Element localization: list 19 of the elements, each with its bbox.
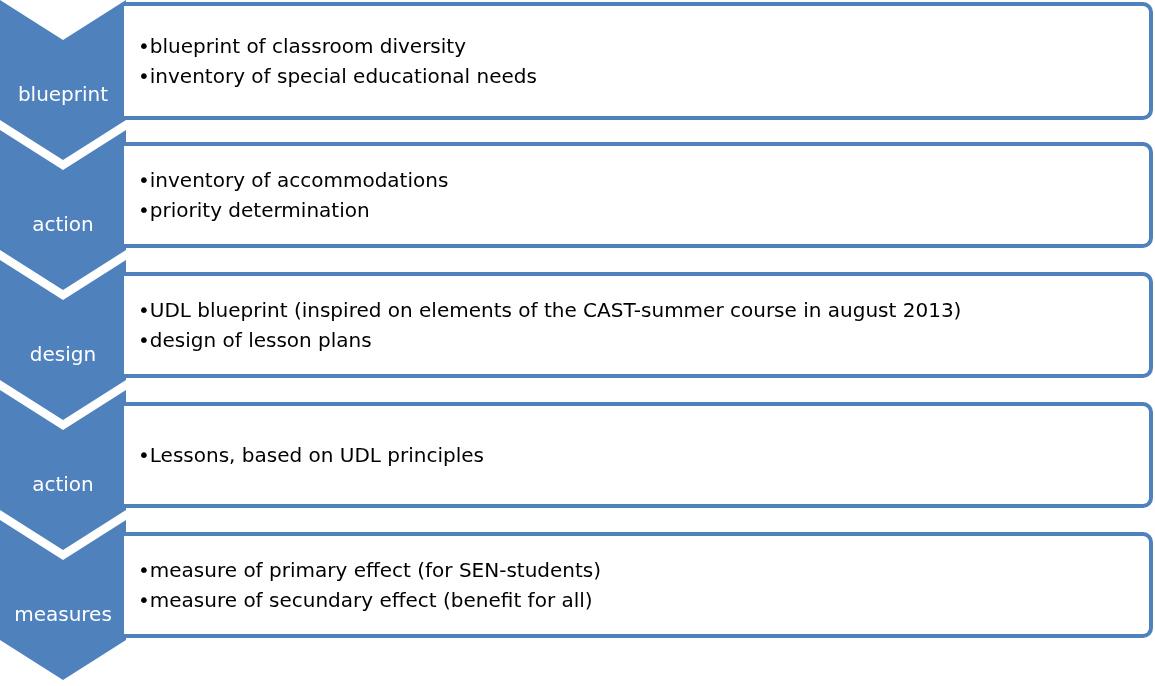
content-box <box>124 402 1153 508</box>
bullet-item: •design of lesson plans <box>138 327 373 354</box>
content-box <box>124 272 1153 378</box>
bullet-item: •measure of secundary effect (benefit for all) <box>138 587 594 614</box>
bullet-item: •measure of primary effect (for SEN-students) <box>138 557 602 584</box>
content-box <box>124 142 1153 248</box>
step-label: blueprint <box>16 82 110 106</box>
bullet-item: •blueprint of classroom diversity <box>138 33 468 60</box>
step-label: measures <box>13 602 113 626</box>
content-box <box>124 2 1153 120</box>
step-label: action <box>31 212 95 236</box>
bullet-item: •inventory of special educational needs <box>138 63 537 90</box>
step-label: design <box>28 342 98 366</box>
content-box <box>124 532 1153 638</box>
step-label: action <box>31 472 95 496</box>
bullet-item: •inventory of accommodations <box>138 167 449 194</box>
bullet-item: •Lessons, based on UDL principles <box>138 442 484 469</box>
bullet-item: •UDL blueprint (inspired on elements of the CAST-summer course in august 2013) <box>138 297 962 324</box>
bullet-item: •priority determination <box>138 197 371 224</box>
